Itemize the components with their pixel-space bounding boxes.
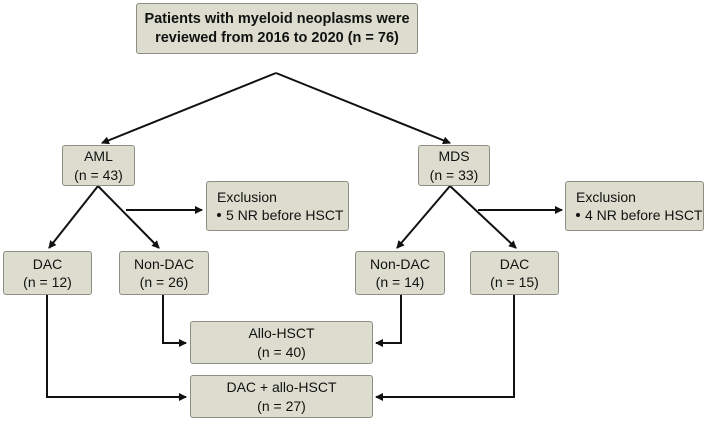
aml-nondac-count: (n = 26) (139, 274, 189, 290)
exclusion-aml-node: Exclusion 5 NR before HSCT (206, 181, 349, 231)
allo-hsct-node: Allo-HSCT (n = 40) (190, 321, 373, 364)
arrow-root-to-mds (275, 72, 451, 145)
allo-hsct-label: Allo-HSCT (248, 325, 315, 342)
arrow-mds-to-dac (449, 185, 517, 249)
mds-dac-label: DAC (499, 255, 530, 272)
aml-label: AML (84, 148, 113, 165)
arrow-mds-nondac-to-allo (375, 295, 402, 347)
mds-nondac-count: (n = 14) (375, 274, 425, 290)
dac-allo-hsct-label: DAC + allo-HSCT (226, 379, 337, 396)
exclusion-mds-item: 4 NR before HSCT (576, 206, 702, 224)
aml-nondac-node: Non-DAC (n = 26) (119, 251, 209, 295)
arrow-aml-nondac-to-allo (162, 295, 187, 347)
arrow-aml-dac-to-dacallo (46, 295, 187, 401)
aml-count: (n = 43) (74, 166, 123, 183)
aml-dac-count: (n = 12) (23, 274, 72, 290)
bullet-icon (217, 213, 221, 218)
arrow-mds-dac-to-dacallo (375, 295, 515, 401)
root-line1: Patients with myeloid neoplasms were (144, 10, 410, 27)
exclusion-aml-text: 5 NR before HSCT (226, 207, 344, 223)
mds-nondac-node: Non-DAC (n = 14) (355, 251, 445, 295)
arrow-root-to-aml (101, 72, 277, 145)
dac-allo-hsct-node: DAC + allo-HSCT (n = 27) (190, 375, 373, 418)
mds-dac-count: (n = 15) (490, 274, 539, 290)
arrow-aml-to-nondac (97, 185, 160, 249)
aml-dac-node: DAC (n = 12) (3, 251, 92, 295)
bullet-icon (576, 213, 580, 218)
exclusion-aml-item: 5 NR before HSCT (217, 206, 343, 224)
aml-dac-label: DAC (32, 255, 63, 272)
mds-dac-node: DAC (n = 15) (470, 251, 559, 295)
root-line2: reviewed from 2016 to 2020 (n = 76) (155, 29, 399, 46)
exclusion-mds-text: 4 NR before HSCT (585, 207, 703, 223)
mds-nondac-label: Non-DAC (370, 255, 430, 272)
arrow-mds-to-nondac (396, 185, 451, 249)
root-node: Patients with myeloid neoplasms were rev… (136, 3, 418, 54)
arrow-aml-to-dac (48, 185, 99, 249)
allo-hsct-count: (n = 40) (257, 343, 306, 360)
mds-label: MDS (438, 148, 470, 165)
aml-nondac-label: Non-DAC (134, 255, 194, 272)
dac-allo-hsct-count: (n = 27) (257, 397, 306, 414)
exclusion-aml-title: Exclusion (217, 188, 277, 205)
mds-count: (n = 33) (429, 166, 479, 183)
mds-node: MDS (n = 33) (418, 145, 490, 186)
exclusion-mds-title: Exclusion (576, 188, 636, 205)
exclusion-mds-node: Exclusion 4 NR before HSCT (565, 181, 704, 231)
aml-node: AML (n = 43) (62, 145, 135, 186)
